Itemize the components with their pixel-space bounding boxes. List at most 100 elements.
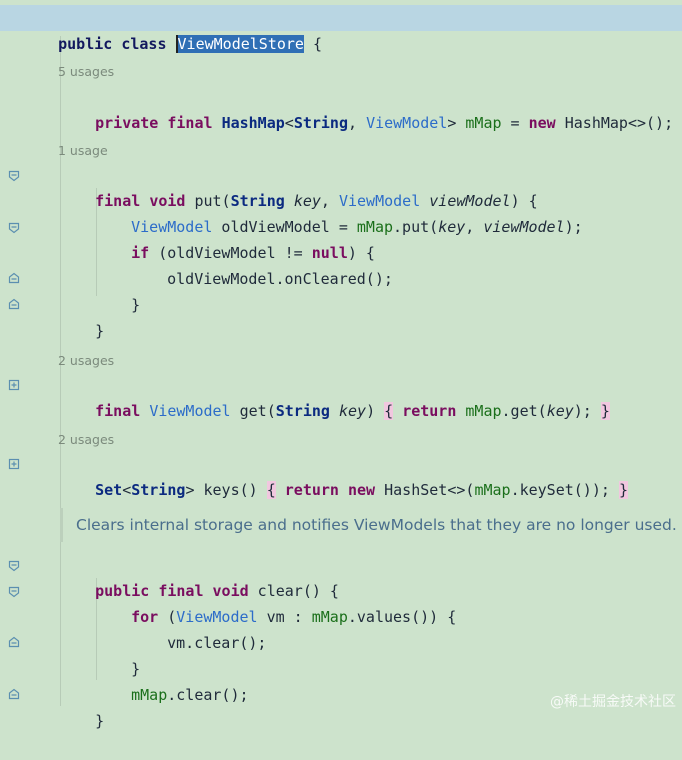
keyword-final: final [158,582,204,600]
folded-brace-open[interactable]: { [384,402,394,420]
arg-viewmodel: viewModel [483,218,565,236]
code-line-close-brace[interactable]: } [59,292,104,340]
code-line-clear-body-2[interactable]: vm.clear(); [131,604,266,652]
code-line-close-brace[interactable]: } [95,266,140,314]
keyword-void: void [212,582,249,600]
type-string: String [293,114,348,132]
fold-end-icon[interactable] [8,298,20,310]
fold-end-icon[interactable] [8,636,20,648]
keyword-public: public [95,582,150,600]
arg-key: key [546,402,574,420]
oncleared-call: oldViewModel.onCleared(); [167,270,393,288]
stmt-tail: .keySet()); [510,481,619,499]
code-line-class-declaration[interactable]: public class ViewModelStore { [0,5,682,53]
type-viewmodel: ViewModel [131,218,213,236]
code-line-get[interactable]: final ViewModel get(String key) { return… [59,372,610,420]
usages-hint[interactable]: 1 usage [58,143,108,158]
arg-key: key [438,218,466,236]
type-viewmodel: ViewModel [176,608,258,626]
code-line-put-body-2[interactable]: if (oldViewModel != null) { [95,214,375,262]
stmt-tail: ); [564,218,583,236]
method-get: get( [230,402,276,420]
code-line-put-body-3[interactable]: oldViewModel.onCleared(); [131,240,393,288]
code-line-put-signature[interactable]: final void put(String key, ViewModel vie… [59,162,538,210]
folded-brace-close[interactable]: } [600,402,610,420]
code-line-clear-signature[interactable]: public final void clear() { [59,552,339,600]
fold-marker-icon[interactable] [8,222,20,234]
doc-comment-text: Clears internal storage and notifies Vie… [76,516,677,534]
keyword-new: new [348,481,376,499]
keyword-final: final [167,114,213,132]
stmt-tail: ); [573,402,601,420]
class-name-selected[interactable]: ViewModelStore [175,35,304,53]
type-string: String [131,481,186,499]
param-viewmodel: viewModel [429,192,511,210]
code-line-close-brace[interactable]: } [59,682,104,730]
close-brace: } [95,322,105,340]
loop-var: vm : [257,608,312,626]
expand-icon[interactable] [8,458,20,470]
code-line-close-brace[interactable]: } [95,630,140,678]
keyword-void: void [149,192,186,210]
type-viewmodel: ViewModel [366,114,448,132]
comma: , [465,218,484,236]
keyword-if: if [131,244,150,262]
close-brace: } [131,296,141,314]
fold-end-icon[interactable] [8,272,20,284]
keyword-class: class [121,35,167,53]
type-string: String [275,402,330,420]
keyword-public: public [58,35,113,53]
vm-clear-call: vm.clear(); [167,634,267,652]
indent-guide [96,578,97,680]
type-set: Set [95,481,123,499]
map-clear-call: .clear(); [167,686,249,704]
keyword-null: null [311,244,348,262]
keyword-new: new [528,114,556,132]
type-hashmap-ctor: HashMap [564,114,628,132]
field-mmap: mMap [356,218,394,236]
if-cond: (oldViewModel != [149,244,312,262]
code-line-clear-body-4[interactable]: mMap.clear(); [95,656,248,704]
keyword-final: final [95,192,141,210]
code-line-put-body-1[interactable]: ViewModel oldViewModel = mMap.put(key, v… [95,188,583,236]
generic-open: < [284,114,294,132]
param-key: key [293,192,321,210]
usages-hint[interactable]: 5 usages [58,64,115,79]
code-line-field[interactable]: private final HashMap <String, ViewModel>… [59,84,673,132]
usages-hint[interactable]: 2 usages [58,432,115,447]
param-key: key [338,402,367,420]
code-editor[interactable]: public class ViewModelStore { 5 usages p… [0,0,682,730]
doc-comment[interactable]: Clears internal storage and notifies Vie… [60,508,680,542]
type-string: String [230,192,285,210]
method-clear: clear() { [248,582,339,600]
expand-icon[interactable] [8,379,20,391]
local-var: oldViewModel = [212,218,357,236]
fold-marker-icon[interactable] [8,560,20,572]
code-line-clear-body-1[interactable]: for (ViewModel vm : mMap.values()) { [95,578,456,626]
sig-tail: ) { [510,192,538,210]
keyword-private: private [95,114,159,132]
code-line-keys[interactable]: Set<String> keys() { return new HashSet<… [59,451,628,499]
fold-marker-icon[interactable] [8,586,20,598]
folded-brace-close[interactable]: } [618,481,628,499]
paren: ) [366,402,385,420]
fold-end-icon[interactable] [8,688,20,700]
generic-close: > [447,114,466,132]
type-viewmodel: ViewModel [338,192,421,210]
generic-open: < [122,481,132,499]
field-mmap: mMap [131,686,168,704]
fold-marker-icon[interactable] [8,170,20,182]
indent-guide [96,188,97,296]
field-mmap: mMap [474,481,511,499]
method-put: put( [194,192,231,210]
method-keys: > keys() [185,481,267,499]
indent-guide [60,36,61,706]
ctor-tail: <>(); [627,114,674,132]
gutter [0,0,28,715]
keyword-for: for [131,608,159,626]
ctor-open: <>( [447,481,475,499]
usages-hint[interactable]: 2 usages [58,353,115,368]
keyword-return: return [402,402,457,420]
comma: , [348,114,367,132]
folded-brace-open[interactable]: { [266,481,276,499]
